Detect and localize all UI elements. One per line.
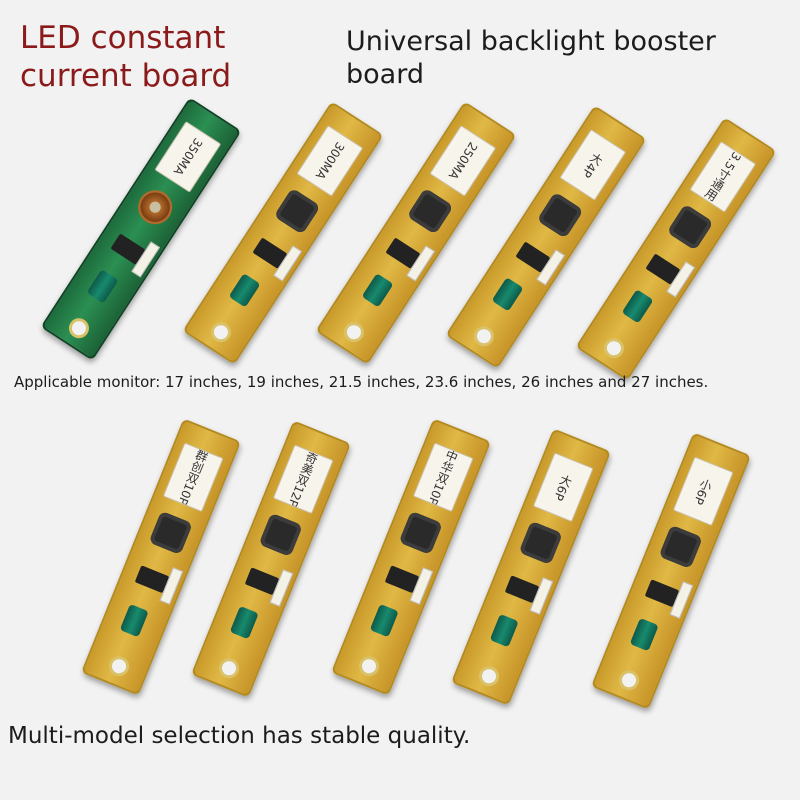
board-small-6p: 小6P (590, 432, 752, 710)
board-label: 群创双10P (162, 442, 224, 513)
mounting-hole (356, 653, 383, 680)
led-board-title: LED constant current board (20, 20, 232, 94)
capacitor (86, 269, 119, 304)
board-label: 250MA (429, 125, 497, 197)
applicable-monitor-note: Applicable monitor: 17 inches, 19 inches… (14, 373, 709, 391)
capacitor (369, 603, 399, 638)
mounting-hole (65, 314, 93, 343)
board-label: 小6P (672, 456, 734, 527)
inductor (658, 524, 703, 570)
inductor (273, 187, 321, 235)
board-label: 大4P (559, 129, 627, 201)
mounting-hole (207, 318, 235, 347)
board-label: 350MA (154, 121, 222, 193)
mounting-hole (616, 667, 643, 694)
board-label: 3.5寸通用 (689, 141, 757, 213)
capacitor (621, 289, 654, 324)
inductor (536, 191, 584, 239)
mounting-hole (216, 655, 243, 682)
inductor (258, 512, 303, 558)
toroid-inductor (131, 183, 179, 231)
board-label: 奇美双12P (272, 444, 334, 515)
mounting-hole (476, 663, 503, 690)
capacitor (229, 605, 259, 640)
inductor (666, 203, 714, 251)
capacitor (489, 613, 519, 648)
board-label: 300MA (296, 125, 364, 197)
capacitor (119, 603, 149, 638)
capacitor (361, 273, 394, 308)
capacitor (629, 617, 659, 652)
capacitor (491, 277, 524, 312)
inductor (406, 187, 454, 235)
capacitor (228, 273, 261, 308)
mounting-hole (470, 322, 498, 351)
quality-note: Multi-model selection has stable quality… (8, 723, 471, 749)
mounting-hole (600, 334, 628, 363)
inductor (518, 520, 563, 566)
inductor (398, 510, 443, 556)
universal-board-title: Universal backlight booster board (346, 26, 716, 90)
inductor (148, 510, 193, 556)
mounting-hole (106, 653, 133, 680)
board-label: 中华双10P (412, 442, 474, 513)
mounting-hole (340, 318, 368, 347)
board-label: 大6P (532, 452, 594, 523)
